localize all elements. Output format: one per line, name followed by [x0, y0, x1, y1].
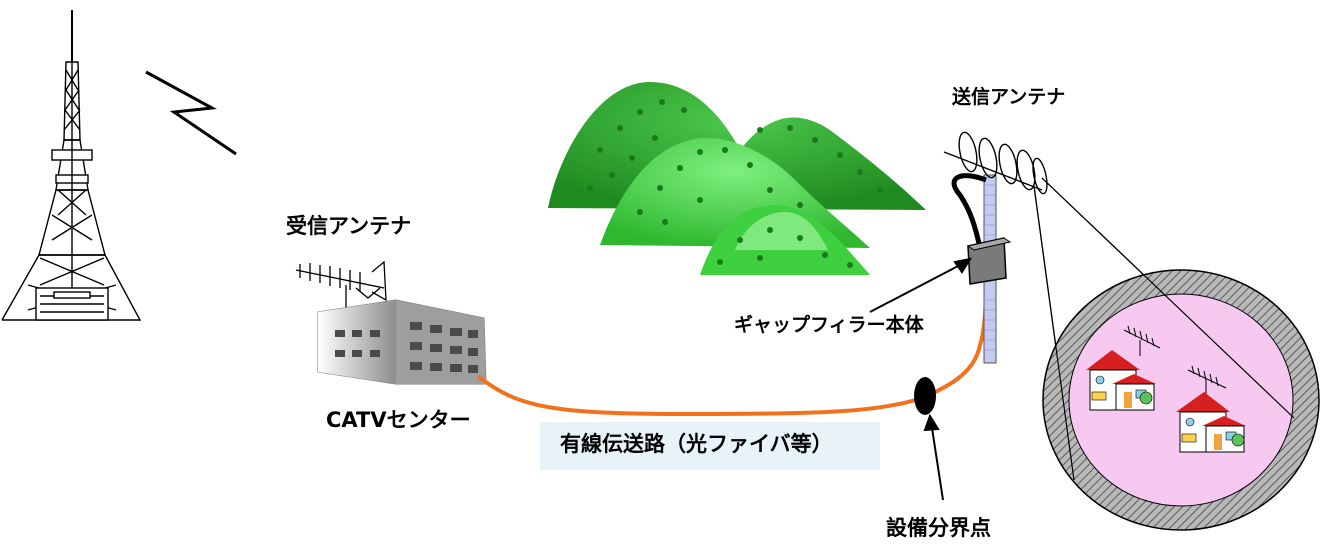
catv-center-label: CATVセンター [326, 408, 471, 432]
catv-center-building-icon [295, 260, 487, 385]
demarcation-point-label: 設備分界点 [886, 516, 991, 540]
demarcation-point-marker [914, 377, 936, 415]
cable-line [476, 281, 988, 417]
cable-route-label-box [540, 422, 880, 470]
gap-filler-unit-icon [951, 173, 1012, 364]
radio-wave-icon [145, 70, 237, 156]
receive-antenna-label: 受信アンテナ [286, 214, 412, 238]
gap-filler-label: ギャップフィラー本体 [734, 314, 924, 336]
mountains-icon [548, 82, 926, 275]
house-icon [1176, 365, 1246, 453]
transmit-antenna-icon [943, 131, 1048, 195]
coverage-area [1033, 177, 1320, 531]
broadcast-tower-icon [1, 10, 142, 321]
transmit-antenna-label: 送信アンテナ [952, 86, 1066, 108]
house-icon [1086, 325, 1161, 411]
arrow-icon [869, 257, 973, 313]
arrow-icon [923, 413, 944, 501]
cable-route-label: 有線伝送路（光ファイバ等） [560, 432, 833, 456]
